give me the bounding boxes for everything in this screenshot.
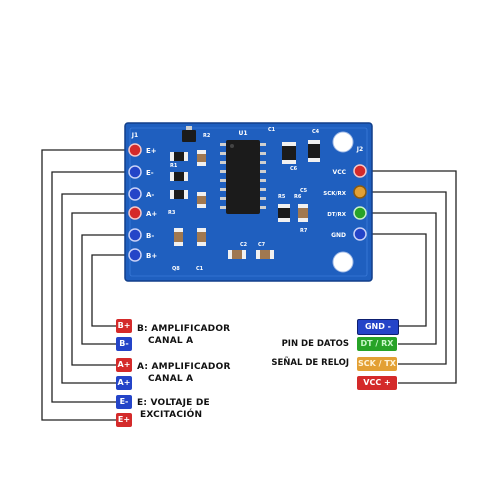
desc-e-line2: EXCITACIÓN (140, 410, 203, 420)
left-pin-label: A- (146, 191, 154, 199)
component-label: C4 (312, 129, 320, 135)
left-pin-label: E- (146, 169, 154, 177)
right-pin-label: GND (331, 232, 346, 239)
wire-a-plus (71, 212, 135, 366)
component-label: R1 (170, 163, 178, 169)
tag-a-plus-2: A+ (116, 376, 132, 390)
component-label: Q8 (172, 266, 180, 272)
component-label: C7 (258, 242, 266, 248)
tag-sck-tx: SCK / TX (357, 357, 397, 371)
wire-gnd (360, 233, 427, 327)
header-j2-label: J2 (356, 146, 363, 153)
right-pin-label: SCK/RX (323, 191, 347, 197)
tag-b-plus: B+ (116, 319, 132, 333)
component-label: R5 (278, 194, 286, 200)
tag-a-plus: A+ (116, 358, 132, 372)
silkscreen: J1 J2 U1 E+ E- A- A+ B- B+ VCC SCK/RX DT… (131, 127, 363, 272)
label-senal-de-reloj: SEÑAL DE RELOJ (271, 358, 349, 368)
right-header (353, 164, 367, 241)
ic-chip (220, 140, 266, 214)
component-label: R2 (203, 133, 211, 139)
tag-e-plus: E+ (116, 413, 132, 427)
wire-e-minus (51, 171, 135, 403)
wire-sck (360, 191, 447, 365)
pad-a-minus (128, 187, 142, 201)
component-label: C6 (290, 166, 298, 172)
right-pin-label: DT/RX (327, 212, 347, 218)
component-label: C2 (240, 242, 248, 248)
tag-gnd: GND - (357, 319, 399, 335)
smd-components (170, 140, 320, 259)
desc-a-line2: CANAL A (148, 374, 194, 384)
mounting-hole (332, 251, 354, 273)
wire-vcc (360, 170, 457, 384)
right-pin-label: VCC (333, 169, 347, 176)
pad-e-minus (128, 165, 142, 179)
pad-vcc (353, 164, 367, 178)
component-label: R6 (294, 194, 302, 200)
wire-dt (360, 212, 437, 345)
desc-b-line2: CANAL A (148, 336, 194, 346)
desc-b-line1: B: AMPLIFICADOR (137, 324, 231, 334)
pad-a-plus (128, 206, 142, 220)
transistor (182, 130, 196, 142)
tag-vcc: VCC + (357, 376, 397, 390)
pad-sck (353, 185, 367, 199)
pad-gnd (353, 227, 367, 241)
desc-a-line1: A: AMPLIFICADOR (137, 362, 231, 372)
wire-b-minus (81, 234, 135, 345)
left-pin-label: B- (146, 232, 154, 240)
mounting-hole (332, 131, 354, 153)
component-label: C1 (196, 266, 204, 272)
left-wires (41, 149, 135, 421)
tag-dt-rx: DT / RX (357, 337, 397, 351)
wire-b-plus (91, 254, 135, 327)
component-label: R3 (168, 210, 176, 216)
tag-b-minus: B- (116, 337, 132, 351)
pad-dt (353, 206, 367, 220)
component-label: C1 (268, 127, 276, 133)
right-wires (360, 170, 457, 384)
pad-b-minus (128, 228, 142, 242)
wire-e-plus (41, 149, 135, 421)
left-pin-label: A+ (146, 210, 157, 218)
hx711-board: J1 J2 U1 E+ E- A- A+ B- B+ VCC SCK/RX DT… (124, 122, 373, 282)
left-pin-label: B+ (146, 252, 157, 260)
component-label: C5 (300, 188, 308, 194)
ic-u1-label: U1 (238, 130, 247, 137)
pad-e-plus (128, 143, 142, 157)
desc-e-line1: E: VOLTAJE DE (137, 398, 210, 408)
tag-e-minus: E- (116, 395, 132, 409)
wire-a-minus (61, 193, 135, 384)
pad-b-plus (128, 248, 142, 262)
label-pin-de-datos: PIN DE DATOS (281, 339, 349, 349)
left-pin-label: E+ (146, 147, 157, 155)
component-label: R7 (300, 228, 308, 234)
header-j1-label: J1 (131, 132, 138, 139)
left-header (128, 143, 142, 262)
